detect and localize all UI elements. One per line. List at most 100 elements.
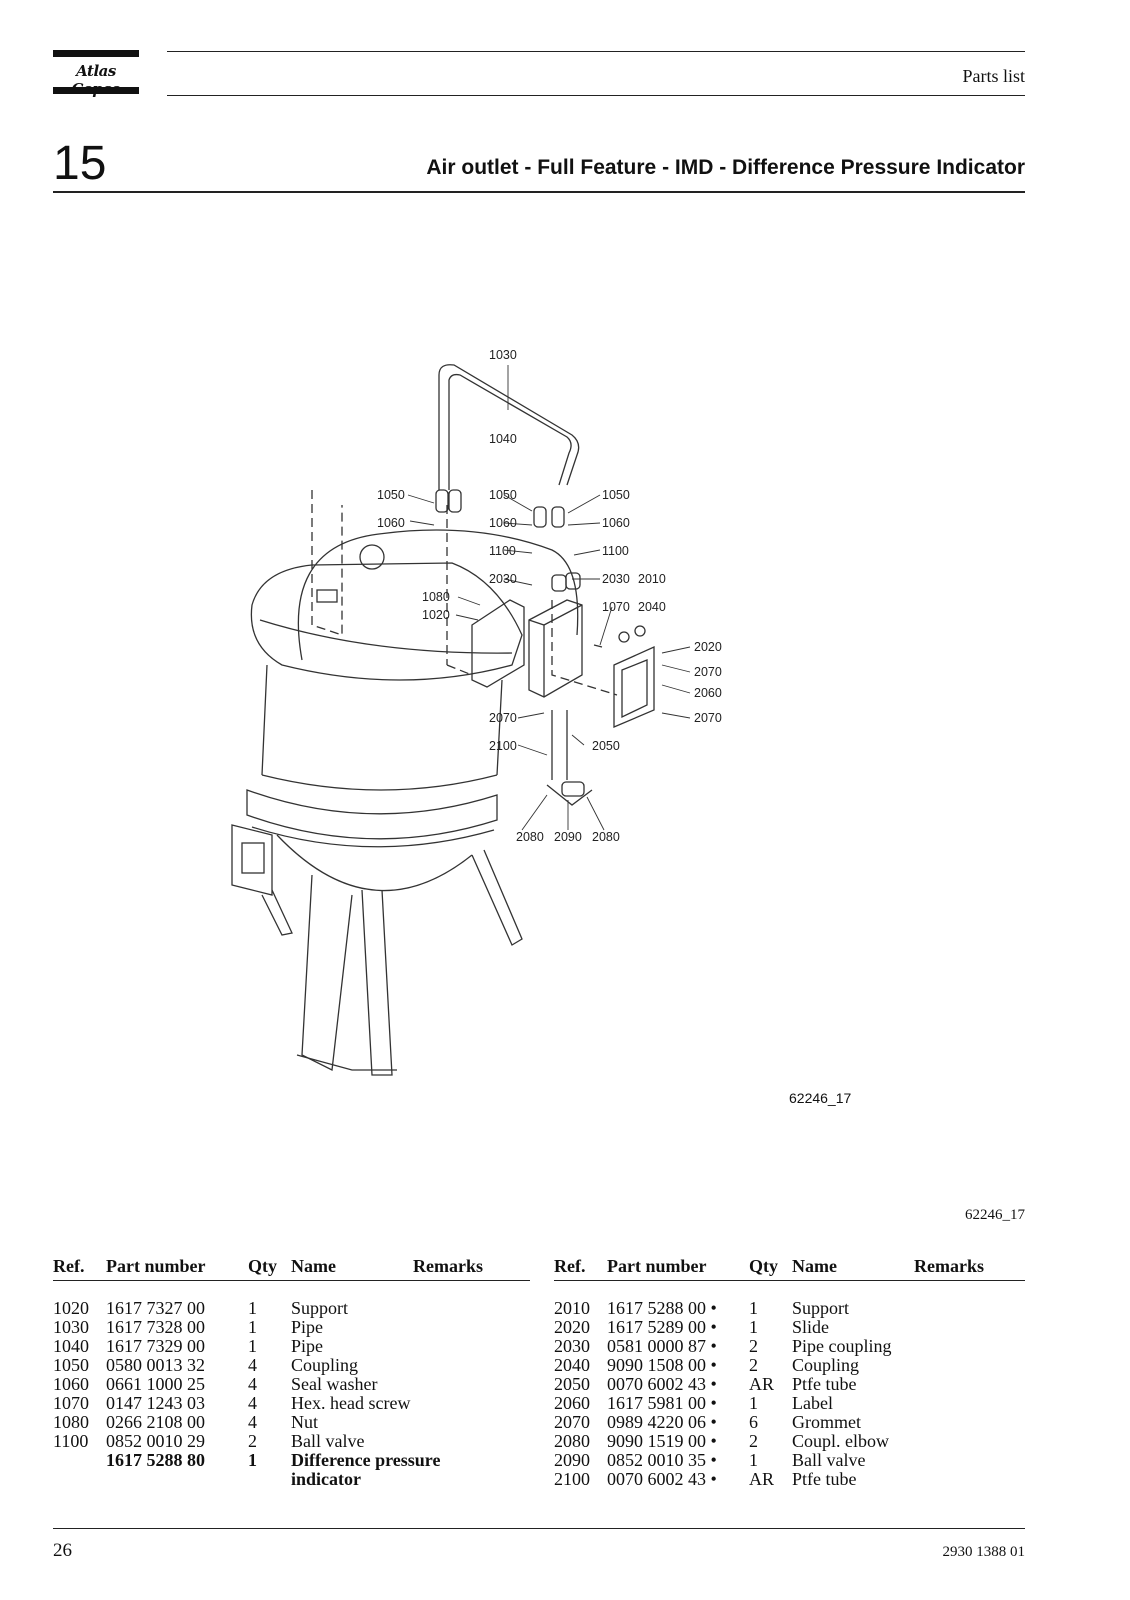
logo-top-bar — [53, 50, 139, 57]
figure-caption-id: 62246_17 — [965, 1207, 1025, 1223]
cell-name: Coupl. elbow — [792, 1431, 889, 1451]
cell-part-number: 0070 6002 43 • — [607, 1374, 717, 1394]
callout-2050: 2050 — [592, 739, 620, 753]
header-top-rule — [167, 51, 1025, 52]
cell-name: Ball valve — [291, 1431, 365, 1451]
cell-part-number: 0852 0010 35 • — [607, 1450, 717, 1470]
cell-name: Grommet — [792, 1412, 861, 1432]
chapter-number: 15 — [53, 137, 107, 190]
cell-part-number: 0581 0000 87 • — [607, 1336, 717, 1356]
table-row: 1040 1617 7329 00 1 Pipe — [53, 1337, 530, 1356]
callout-1030: 1030 — [489, 348, 517, 362]
cell-ref: 1050 — [53, 1355, 89, 1375]
cell-part-number: 0070 6002 43 • — [607, 1469, 717, 1489]
chapter-title: Air outlet - Full Feature - IMD - Differ… — [426, 156, 1025, 179]
header-name: Name — [792, 1256, 837, 1276]
cell-qty: 1 — [749, 1298, 758, 1318]
cell-name: Ptfe tube — [792, 1469, 857, 1489]
vessel-drawing — [231, 529, 579, 1076]
callout-1100: 1100 — [602, 544, 629, 558]
callout-leader-lines — [407, 365, 691, 831]
header-part-number: Part number — [607, 1256, 707, 1276]
callout-2070: 2070 — [694, 711, 722, 725]
callout-2080: 2080 — [592, 830, 620, 844]
section-label: Parts list — [962, 66, 1025, 86]
cell-qty: 1 — [248, 1317, 257, 1337]
callout-2020: 2020 — [694, 640, 722, 654]
header-ref: Ref. — [554, 1256, 586, 1276]
cell-qty: 1 — [749, 1393, 758, 1413]
cell-ref: 2040 — [554, 1355, 590, 1375]
cell-qty: AR — [749, 1469, 775, 1489]
cell-ref: 2010 — [554, 1298, 590, 1318]
cell-ref: 1070 — [53, 1393, 89, 1413]
assembly-guide-lines — [311, 490, 618, 696]
cell-ref: 1080 — [53, 1412, 89, 1432]
cell-name: Nut — [291, 1412, 318, 1432]
cell-part-number: 0580 0013 32 — [106, 1355, 205, 1375]
cell-qty: AR — [749, 1374, 775, 1394]
cell-part-number: 1617 5981 00 • — [607, 1393, 717, 1413]
cell-part-number: 9090 1508 00 • — [607, 1355, 717, 1375]
cell-name: Ptfe tube — [792, 1374, 857, 1394]
cell-ref: 2080 — [554, 1431, 590, 1451]
indicator-block — [435, 489, 655, 806]
header-remarks: Remarks — [413, 1256, 483, 1276]
cell-name: Ball valve — [792, 1450, 866, 1470]
cell-part-number: 0266 2108 00 — [106, 1412, 205, 1432]
logo-bottom-bar — [53, 87, 139, 94]
cell-part-number: 0852 0010 29 — [106, 1431, 205, 1451]
cell-name: Difference pressure — [291, 1450, 441, 1470]
cell-part-number: 0147 1243 03 — [106, 1393, 205, 1413]
cell-ref: 1030 — [53, 1317, 89, 1337]
footer-rule — [53, 1528, 1025, 1529]
cell-name: Pipe coupling — [792, 1336, 892, 1356]
header-bottom-rule — [167, 95, 1025, 96]
document-number: 2930 1388 01 — [942, 1544, 1026, 1560]
cell-name: Coupling — [291, 1355, 359, 1375]
cell-ref: 1060 — [53, 1374, 89, 1394]
pipe-assembly — [438, 364, 580, 490]
cell-name: Slide — [792, 1317, 830, 1337]
callout-2030: 2030 — [489, 572, 517, 586]
callout-2100: 2100 — [489, 739, 517, 753]
cell-ref: 1040 — [53, 1336, 89, 1356]
callout-2080: 2080 — [516, 830, 544, 844]
cell-ref: 2090 — [554, 1450, 590, 1470]
cell-part-number: 1617 5288 00 • — [607, 1298, 717, 1318]
cell-qty: 2 — [749, 1336, 758, 1356]
cell-part-number: 1617 7327 00 — [106, 1298, 205, 1318]
header-qty: Qty — [749, 1256, 778, 1276]
exploded-view-svg: 1030 1040 1050 1050 1050 1060 1060 1060 … — [231, 348, 722, 1076]
cell-qty: 1 — [248, 1336, 257, 1356]
cell-ref: 2030 — [554, 1336, 590, 1356]
cell-ref: 2020 — [554, 1317, 590, 1337]
callout-1060: 1060 — [602, 516, 630, 530]
cell-name: Pipe — [291, 1336, 324, 1356]
callout-2070: 2070 — [489, 711, 517, 725]
header-part-number: Part number — [106, 1256, 206, 1276]
cell-ref: 1100 — [53, 1431, 89, 1451]
cell-part-number: 1617 5289 00 • — [607, 1317, 717, 1337]
cell-name: indicator — [291, 1469, 361, 1489]
callout-1080: 1080 — [422, 590, 450, 604]
table-row: 2030 0581 0000 87 • 2 Pipe coupling — [554, 1337, 1025, 1356]
callout-2030: 2030 — [602, 572, 630, 586]
cell-part-number: 0661 1000 25 — [106, 1374, 205, 1394]
cell-part-number: 1617 7329 00 — [106, 1336, 205, 1356]
callout-1050: 1050 — [489, 488, 517, 502]
page-number: 26 — [53, 1540, 72, 1561]
chapter-rule — [53, 191, 1025, 193]
cell-qty: 6 — [749, 1412, 758, 1432]
callout-1020: 1020 — [422, 608, 450, 622]
header-remarks: Remarks — [914, 1256, 984, 1276]
